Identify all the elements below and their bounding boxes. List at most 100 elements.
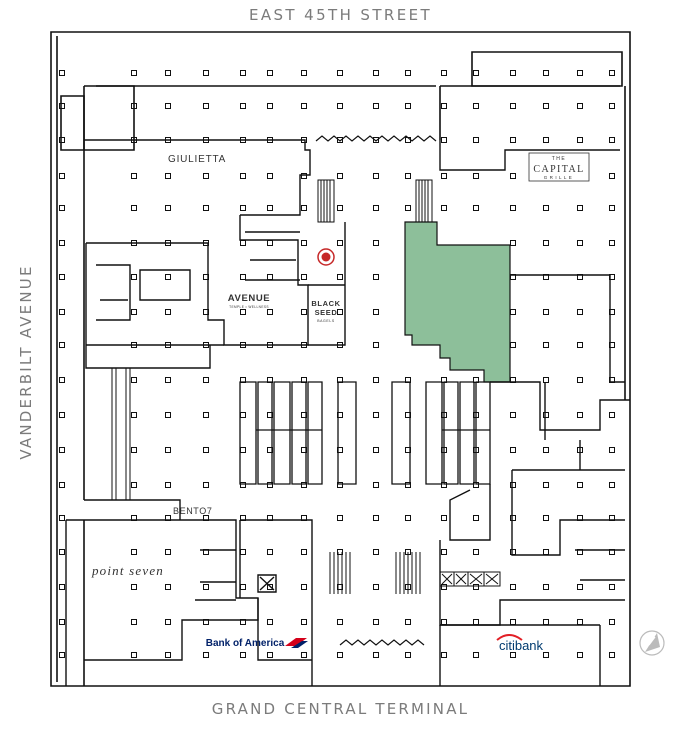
column-marker xyxy=(59,173,65,179)
column-marker xyxy=(59,274,65,280)
column-marker xyxy=(405,137,411,143)
column-marker xyxy=(267,173,273,179)
street-label-north: EAST 45TH STREET xyxy=(248,6,433,24)
east-spaces[interactable] xyxy=(439,274,625,626)
column-marker xyxy=(543,137,549,143)
column-marker xyxy=(267,619,273,625)
space-citibank[interactable] xyxy=(439,624,601,686)
column-marker xyxy=(577,377,583,383)
column-marker xyxy=(473,619,479,625)
column-marker xyxy=(373,173,379,179)
logo-round-badge xyxy=(317,248,335,266)
column-marker xyxy=(59,309,65,315)
column-marker xyxy=(543,342,549,348)
column-marker xyxy=(577,447,583,453)
column-marker xyxy=(240,652,246,658)
column-marker xyxy=(609,103,615,109)
column-marker xyxy=(131,482,137,488)
column-marker xyxy=(59,377,65,383)
column-marker xyxy=(301,619,307,625)
column-marker xyxy=(577,240,583,246)
space-avenue[interactable] xyxy=(85,215,309,369)
column-marker xyxy=(59,584,65,590)
column-marker xyxy=(301,549,307,555)
column-marker xyxy=(577,309,583,315)
column-marker xyxy=(373,447,379,453)
column-marker xyxy=(59,515,65,521)
column-marker xyxy=(473,447,479,453)
column-marker xyxy=(59,482,65,488)
column-marker xyxy=(577,584,583,590)
svg-text:Bank of America: Bank of America xyxy=(206,638,285,649)
column-marker xyxy=(267,652,273,658)
column-marker xyxy=(59,447,65,453)
column-marker xyxy=(543,377,549,383)
space-bank-of-america[interactable] xyxy=(239,519,313,686)
space-point-seven[interactable] xyxy=(65,499,259,686)
column-marker xyxy=(405,619,411,625)
column-marker xyxy=(577,342,583,348)
column-marker xyxy=(240,619,246,625)
column-marker xyxy=(337,240,343,246)
column-marker xyxy=(267,447,273,453)
column-marker xyxy=(301,482,307,488)
column-marker xyxy=(441,619,447,625)
column-marker xyxy=(59,137,65,143)
column-marker xyxy=(301,274,307,280)
column-marker xyxy=(131,70,137,76)
column-marker xyxy=(203,652,209,658)
column-marker xyxy=(337,447,343,453)
column-marker xyxy=(240,482,246,488)
column-marker xyxy=(543,70,549,76)
column-marker xyxy=(131,652,137,658)
column-marker xyxy=(165,377,171,383)
svg-text:TEMPLE • WELLNESS: TEMPLE • WELLNESS xyxy=(229,305,269,309)
column-marker xyxy=(267,309,273,315)
column-marker xyxy=(203,447,209,453)
column-marker xyxy=(337,412,343,418)
column-marker xyxy=(510,70,516,76)
column-marker xyxy=(337,652,343,658)
svg-text:citibank: citibank xyxy=(499,638,544,653)
column-marker xyxy=(373,309,379,315)
column-marker xyxy=(577,137,583,143)
column-marker xyxy=(577,205,583,211)
column-marker xyxy=(165,652,171,658)
column-marker xyxy=(240,173,246,179)
column-marker xyxy=(510,274,516,280)
column-marker xyxy=(373,377,379,383)
column-marker xyxy=(373,584,379,590)
column-marker xyxy=(267,137,273,143)
column-marker xyxy=(337,173,343,179)
column-marker xyxy=(240,103,246,109)
column-marker xyxy=(405,584,411,590)
space-giulietta[interactable] xyxy=(84,139,311,216)
escalators-south-east xyxy=(329,552,421,594)
column-marker xyxy=(131,549,137,555)
column-marker xyxy=(267,482,273,488)
column-marker xyxy=(203,70,209,76)
space-capital-grille[interactable] xyxy=(439,140,620,171)
column-marker xyxy=(405,205,411,211)
column-marker xyxy=(473,70,479,76)
column-marker xyxy=(543,309,549,315)
column-marker xyxy=(301,137,307,143)
column-marker xyxy=(59,412,65,418)
column-marker xyxy=(441,205,447,211)
column-marker xyxy=(240,205,246,211)
logo-bank-of-america: Bank of America xyxy=(206,638,308,649)
svg-text:THE: THE xyxy=(552,156,567,162)
column-marker xyxy=(131,137,137,143)
column-marker xyxy=(337,342,343,348)
space-black-seed[interactable] xyxy=(308,222,346,346)
column-marker xyxy=(373,205,379,211)
highlighted-space[interactable] xyxy=(404,221,511,383)
logo-black-seed: BLACK SEED BAGELS xyxy=(311,299,340,323)
column-marker xyxy=(441,70,447,76)
column-marker xyxy=(267,377,273,383)
column-marker xyxy=(131,342,137,348)
column-marker xyxy=(267,412,273,418)
turnstiles-east xyxy=(439,571,501,587)
column-marker xyxy=(165,173,171,179)
